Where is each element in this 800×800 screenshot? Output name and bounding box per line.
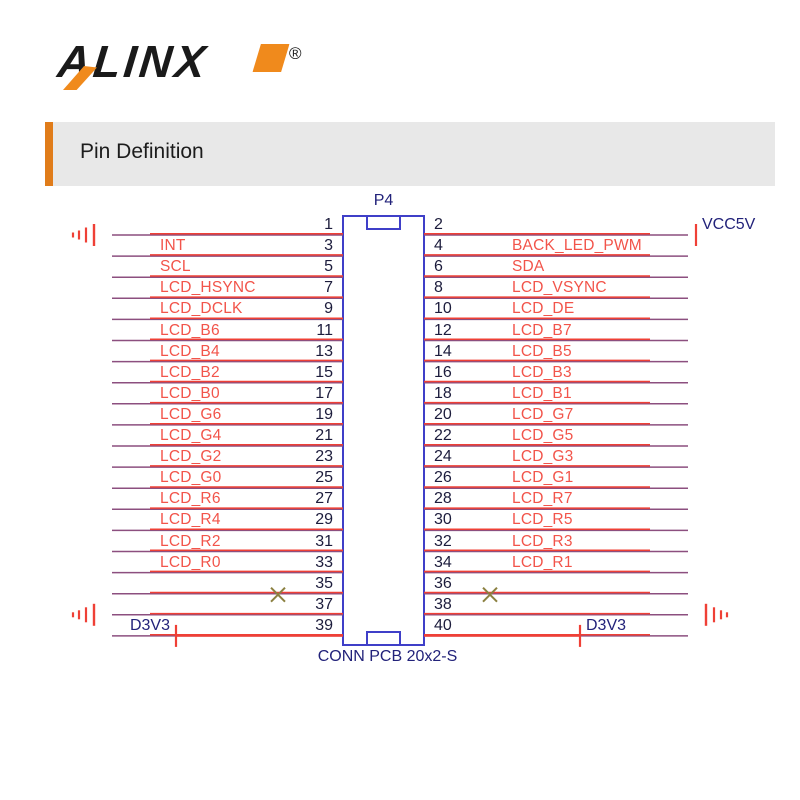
net-label-left-INT: INT [160, 237, 186, 255]
net-label-right-LCD_B7: LCD_B7 [512, 321, 572, 339]
pin-number-right-24: 24 [434, 448, 452, 466]
pin-number-left-35: 35 [315, 574, 333, 592]
pin-number-left-31: 31 [315, 532, 333, 550]
net-label-left-LCD_B4: LCD_B4 [160, 342, 220, 360]
pin-number-left-37: 37 [315, 595, 333, 613]
net-label-right-LCD_B5: LCD_B5 [512, 342, 572, 360]
section-title-bar [45, 122, 775, 186]
net-label-right-LCD_G3: LCD_G3 [512, 448, 574, 466]
net-label-right-LCD_G1: LCD_G1 [512, 469, 574, 487]
connector-part-name: CONN PCB 20x2-S [317, 648, 458, 665]
pin-number-left-3: 3 [324, 237, 333, 255]
net-label-left-LCD_G4: LCD_G4 [160, 427, 222, 444]
connector-notch-bottom [366, 631, 401, 645]
pin-number-right-40: 40 [434, 616, 452, 634]
net-label-right-SDA: SDA [512, 258, 545, 276]
pin-number-right-8: 8 [434, 279, 443, 297]
net-label-right-LCD_G5: LCD_G5 [512, 427, 574, 444]
pin-number-right-16: 16 [434, 363, 452, 381]
pin-number-right-12: 12 [434, 321, 452, 339]
pin-number-right-4: 4 [434, 237, 443, 255]
ground-symbol-bottom-left [71, 603, 96, 626]
power-label-vcc5v: VCC5V [702, 216, 756, 233]
pin-number-right-28: 28 [434, 490, 452, 508]
net-label-left-LCD_G0: LCD_G0 [160, 469, 222, 487]
net-label-left-LCD_G2: LCD_G2 [160, 448, 222, 466]
net-label-right-LCD_B3: LCD_B3 [512, 363, 572, 381]
net-label-right-BACK_LED_PWM: BACK_LED_PWM [512, 237, 642, 255]
pin-number-left-23: 23 [315, 448, 333, 466]
net-label-left-SCL: SCL [160, 258, 191, 276]
pin-number-left-13: 13 [315, 342, 333, 360]
net-label-right-LCD_G7: LCD_G7 [512, 405, 574, 423]
pin-number-left-7: 7 [324, 279, 333, 297]
pin-number-right-14: 14 [434, 342, 452, 360]
no-connect-x-icon-left [270, 586, 286, 603]
pin-number-right-26: 26 [434, 469, 452, 487]
net-label-left-LCD_G6: LCD_G6 [160, 405, 222, 423]
power-label-d3v3-left: D3V3 [129, 616, 170, 634]
pin-number-right-18: 18 [434, 384, 452, 402]
connector-designator: P4 [373, 192, 394, 209]
pin-number-left-19: 19 [315, 405, 333, 423]
net-label-left-LCD_B2: LCD_B2 [160, 363, 220, 381]
section-title-accent-bar [45, 122, 53, 186]
pin-number-right-34: 34 [434, 553, 452, 571]
net-label-left-LCD_B6: LCD_B6 [160, 321, 220, 339]
net-label-left-LCD_R2: LCD_R2 [160, 532, 221, 550]
net-label-left-LCD_R0: LCD_R0 [160, 553, 221, 571]
no-connect-x-icon-right [482, 586, 498, 603]
pin-number-left-21: 21 [315, 427, 333, 444]
pin-number-left-9: 9 [324, 300, 333, 318]
net-label-right-LCD_B1: LCD_B1 [512, 384, 572, 402]
pin-number-right-22: 22 [434, 427, 452, 444]
schematic-canvas [71, 215, 729, 647]
power-label-d3v3-right: D3V3 [586, 616, 627, 634]
net-label-right-LCD_DE: LCD_DE [512, 300, 575, 318]
pin-number-left-33: 33 [315, 553, 333, 571]
pin-number-right-38: 38 [434, 595, 452, 613]
pin-number-left-29: 29 [315, 511, 333, 529]
pin-number-right-20: 20 [434, 405, 452, 423]
net-label-left-LCD_HSYNC: LCD_HSYNC [160, 279, 256, 297]
net-label-right-LCD_R1: LCD_R1 [512, 553, 573, 571]
net-label-left-LCD_R6: LCD_R6 [160, 490, 221, 508]
net-label-right-LCD_R7: LCD_R7 [512, 490, 573, 508]
logo-x-orange-icon [253, 44, 290, 72]
connector-notch-top [366, 216, 401, 230]
pin-number-right-36: 36 [434, 574, 452, 592]
connector-body [342, 215, 425, 646]
net-label-left-LCD_DCLK: LCD_DCLK [160, 300, 243, 318]
pin-number-left-1: 1 [324, 216, 333, 233]
net-label-right-LCD_R5: LCD_R5 [512, 511, 573, 529]
net-label-right-LCD_VSYNC: LCD_VSYNC [512, 279, 607, 297]
page-title: Pin Definition [80, 140, 204, 163]
pin-number-left-27: 27 [315, 490, 333, 508]
pin-number-left-5: 5 [324, 258, 333, 276]
pin-number-left-15: 15 [315, 363, 333, 381]
pin-number-right-10: 10 [434, 300, 452, 318]
registered-trademark-icon: ® [289, 44, 302, 63]
net-label-left-LCD_R4: LCD_R4 [160, 511, 221, 529]
pin-number-left-17: 17 [315, 384, 333, 402]
net-label-right-LCD_R3: LCD_R3 [512, 532, 573, 550]
pin-number-left-25: 25 [315, 469, 333, 487]
pin-number-left-39: 39 [315, 616, 333, 634]
pin-number-left-11: 11 [316, 321, 333, 339]
pin-number-right-30: 30 [434, 511, 452, 529]
net-label-left-LCD_B0: LCD_B0 [160, 384, 220, 402]
pin-number-right-6: 6 [434, 258, 443, 276]
ground-symbol-bottom-right [704, 603, 729, 626]
ground-symbol-top-left [71, 224, 96, 246]
pin-number-right-32: 32 [434, 532, 452, 550]
pin-number-right-2: 2 [434, 216, 443, 233]
alinx-logo: ALINX ® [55, 36, 318, 94]
